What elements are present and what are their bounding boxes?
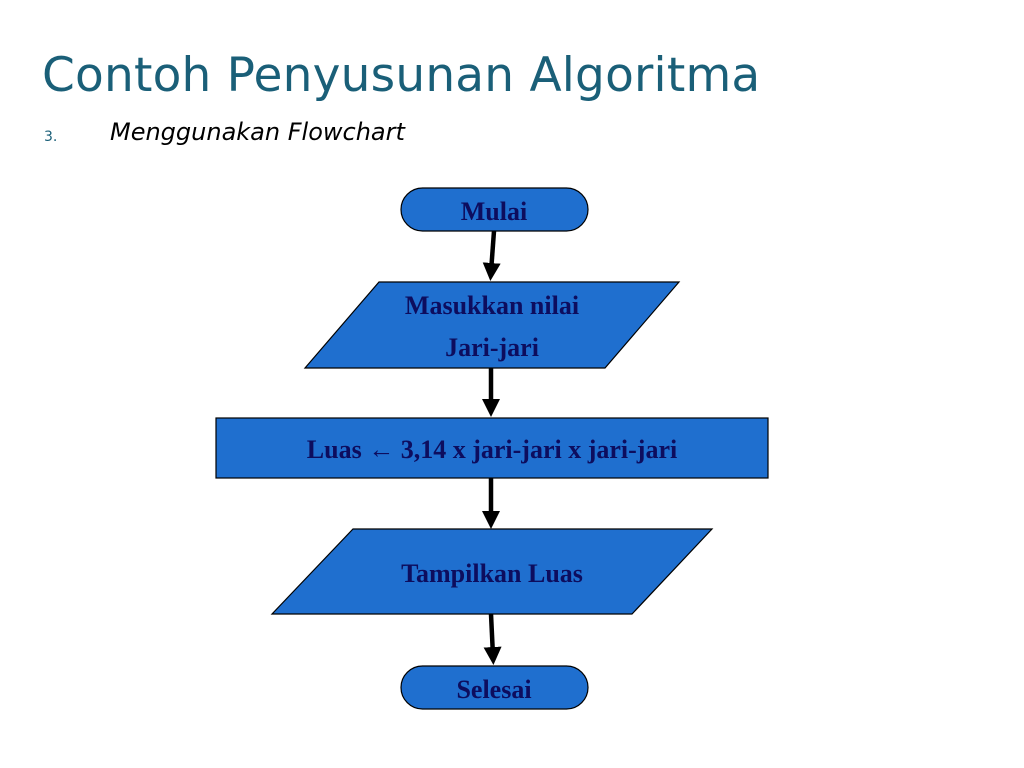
end-label: Selesai: [456, 675, 531, 704]
start-terminator-shape: [400, 187, 589, 232]
connector-start-input: [482, 230, 501, 281]
input-label-line2: Jari-jari: [445, 333, 539, 362]
bullet-text: Menggunakan Flowchart: [110, 118, 405, 146]
end-terminator-shape: [400, 665, 589, 710]
output-label: Tampilkan Luas: [401, 559, 583, 588]
input-label-line1: Masukkan nilai: [405, 291, 579, 320]
process-label: Luas ← 3,14 x jari-jari x jari-jari: [307, 435, 677, 464]
start-node: Mulai: [400, 187, 589, 232]
connector-output-end: [483, 613, 502, 665]
process-node: Luas ← 3,14 x jari-jari x jari-jari: [215, 417, 769, 479]
slide-title: Contoh Penyusunan Algoritma: [42, 48, 761, 103]
start-label: Mulai: [461, 197, 527, 226]
end-node: Selesai: [400, 665, 589, 710]
input-node: Masukkan nilai Jari-jari: [303, 281, 681, 369]
process-rectangle-shape: [215, 417, 769, 479]
input-parallelogram-shape: [303, 281, 681, 369]
output-node: Tampilkan Luas: [270, 528, 714, 615]
bullet-number: 3.: [44, 129, 58, 145]
output-parallelogram-shape: [270, 528, 714, 615]
